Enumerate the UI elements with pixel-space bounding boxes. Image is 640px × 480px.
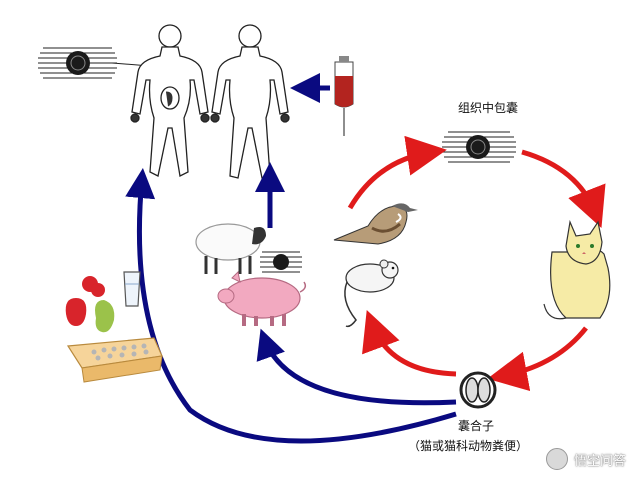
arrow-oocyst-to-human: [125, 168, 457, 444]
pregnant-human-icon: [130, 24, 210, 177]
arrow-oocyst-to-pig: [256, 328, 457, 406]
tissue-cyst-label: 组织中包囊: [458, 100, 518, 115]
sheep-icon: [195, 223, 266, 274]
watermark: 悟空问答: [545, 448, 626, 470]
arrow-to-oocyst: [487, 326, 588, 392]
mouse-icon: [344, 259, 399, 328]
water-glass-icon: [123, 271, 141, 307]
fruit-icon: [65, 276, 115, 333]
oocyst-source-label: （猫或猫科动物粪便）: [408, 439, 528, 453]
arrow-to-prey: [362, 309, 457, 377]
arrow-to-cat: [521, 149, 606, 228]
pig-icon: [217, 270, 307, 326]
sparrow-icon: [333, 203, 418, 245]
human-icon: [210, 24, 290, 179]
oocyst-label: 囊合子: [458, 418, 494, 433]
tissue-cyst-icon-3: [260, 251, 302, 273]
watermark-text: 悟空问答: [573, 453, 626, 469]
tissue-cyst-icon-2: [442, 131, 516, 163]
oocyst-icon: [459, 371, 497, 409]
litter-box-icon: [66, 337, 163, 383]
watermark-logo-icon: [545, 448, 568, 470]
tissue-cyst-icon: [38, 47, 151, 79]
arrow-to-tissue-cyst: [347, 135, 447, 210]
cat-icon: [543, 219, 611, 320]
iv-bag-icon: [334, 56, 354, 136]
